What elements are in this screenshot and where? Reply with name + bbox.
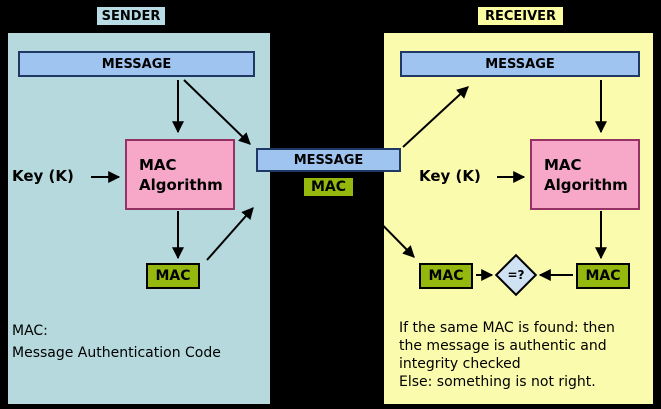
footnote-line: the message is authentic and [399,338,607,354]
receiver-mac-computed-box: MAC [576,263,630,289]
arrow-channel-mac-to-receiver [357,199,415,258]
footnote-line: If the same MAC is found: then [399,320,615,336]
footnote-line: MAC: [12,323,48,339]
footnote-line: integrity checked [399,356,521,372]
channel-mac-box: MAC [302,176,355,198]
arrow-sender-message-to-channel [183,79,251,145]
receiver-mac-algorithm-box: MAC Algorithm [530,139,640,210]
sender-title: SENDER [95,5,167,27]
receiver-message-box: MESSAGE [400,51,640,77]
sender-key-label: Key (K) [12,167,74,185]
footnote-line: Message Authentication Code [12,345,221,361]
receiver-footnote: If the same MAC is found: then the messa… [399,319,615,391]
arrow-sender-mac-to-channel [206,207,254,261]
arrow-channel-message-to-receiver [402,86,469,148]
sender-panel [8,33,270,404]
receiver-mac-received-box: MAC [419,263,473,289]
sender-mac-algorithm-box: MAC Algorithm [125,139,235,210]
receiver-key-label: Key (K) [419,167,481,185]
footnote-line: Else: something is not right. [399,374,596,390]
sender-mac-box: MAC [146,263,200,289]
receiver-panel [384,33,653,404]
sender-message-box: MESSAGE [18,51,255,77]
sender-footnote: MAC: Message Authentication Code [12,320,221,364]
receiver-title: RECEIVER [476,5,565,27]
channel-message-box: MESSAGE [256,148,401,172]
compare-label: =? [507,268,525,282]
